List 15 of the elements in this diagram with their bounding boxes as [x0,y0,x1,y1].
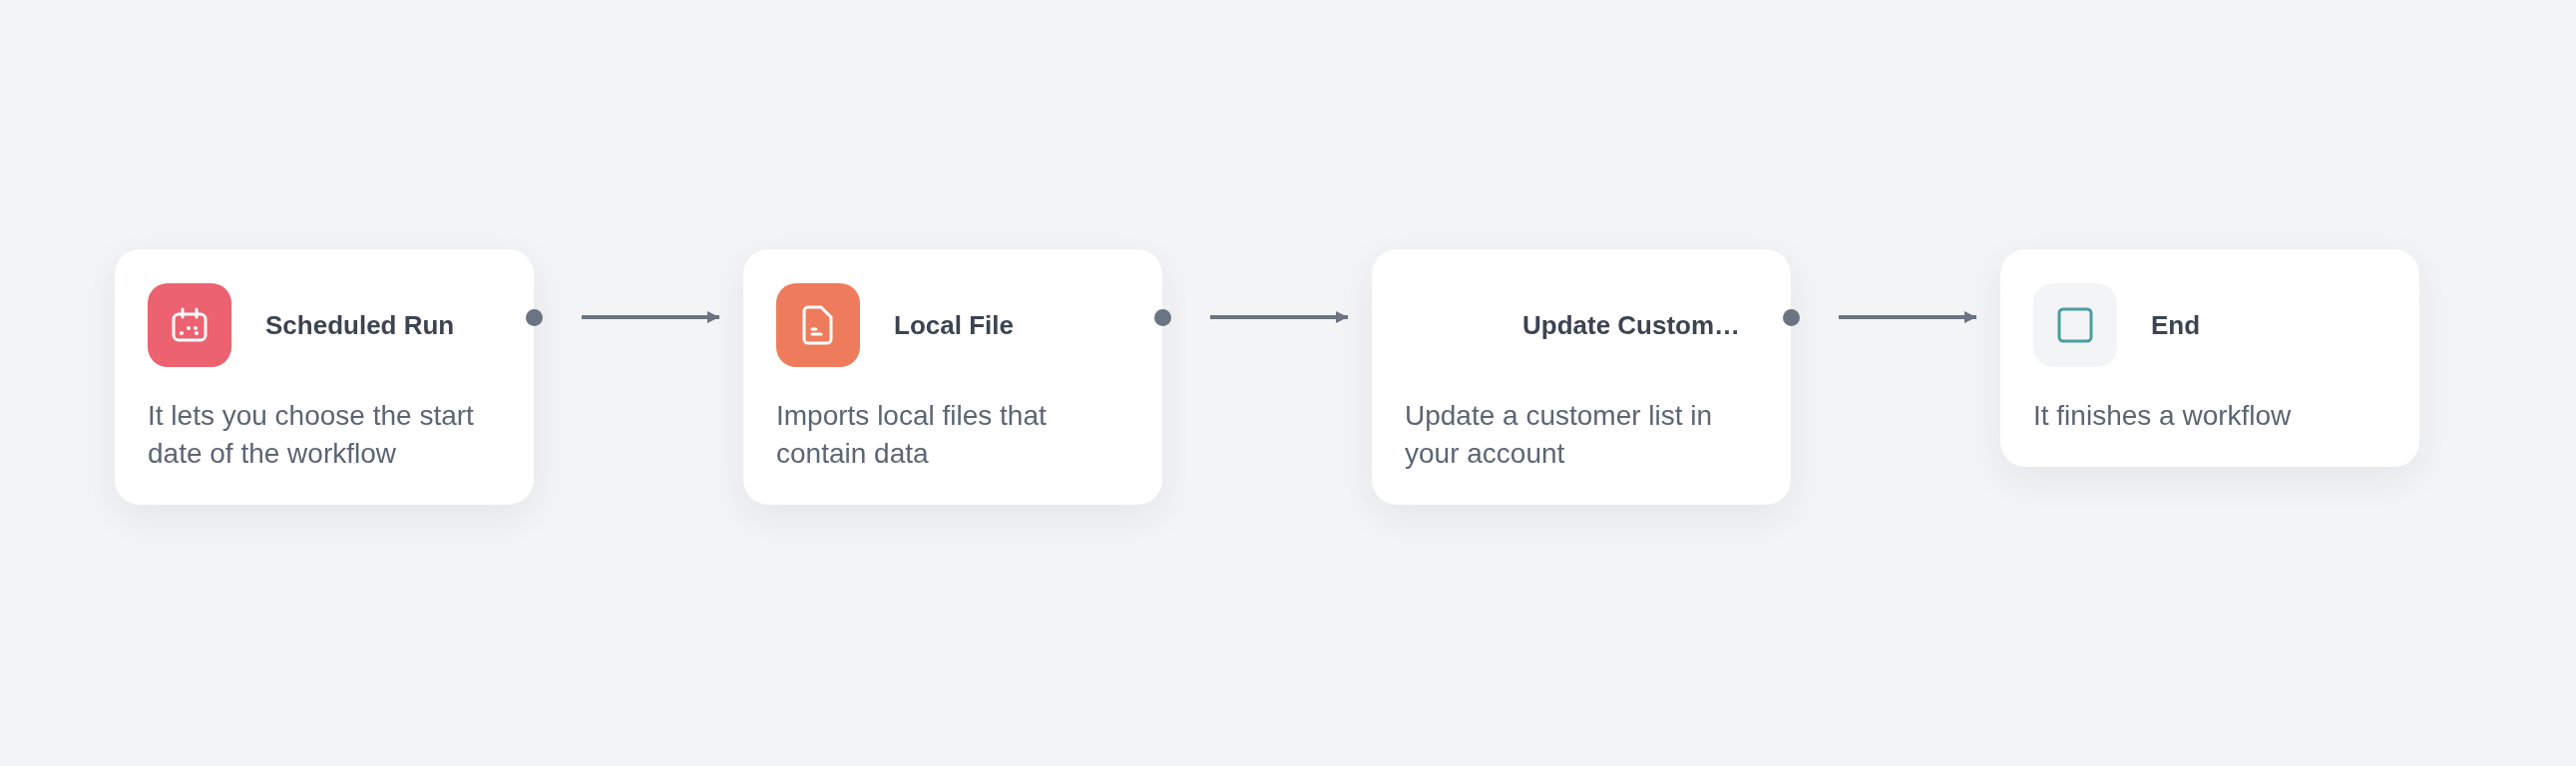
arrow [1210,311,1348,323]
workflow-step-card [115,249,534,505]
step-title: Scheduled Run [265,308,455,342]
step-description: It lets you choose the start date of the workflow [148,399,475,471]
workflow-step-card [1372,249,1791,505]
step-description: It finishes a workflow [2033,399,2293,433]
step-title: Local File [894,308,1014,342]
workflow-step-card [743,249,1162,505]
step-title: Update Custom… [1522,308,1741,342]
step-title: End [2151,308,2201,342]
arrow [582,311,719,323]
step-description: Update a customer list in your account [1405,399,1714,471]
step-description: Imports local files that contain data [776,399,1048,471]
arrow [1839,311,1976,323]
workflow-step-card [2000,249,2419,467]
